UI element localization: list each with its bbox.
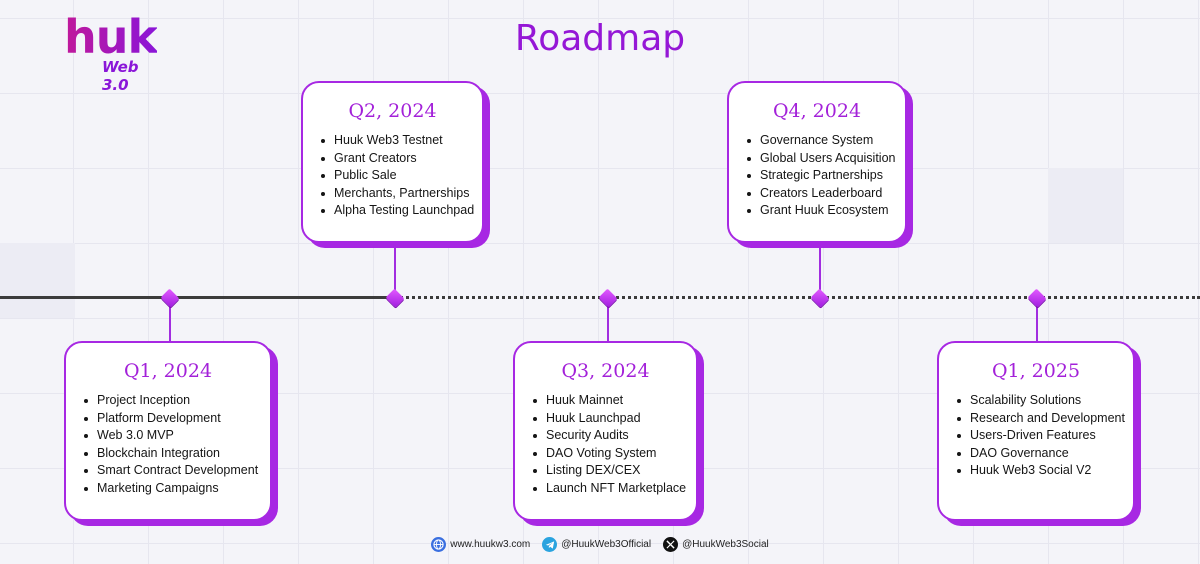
footer-x[interactable]: @HuukWeb3Social: [663, 537, 769, 552]
bg-shade: [0, 243, 75, 318]
footer-contacts: www.huukw3.com @HuukWeb3Official @HuukWe…: [0, 537, 1200, 552]
milestone-card-q3-2024: Q3, 2024 Huuk Mainnet Huuk Launchpad Sec…: [513, 341, 698, 521]
x-handle[interactable]: @HuukWeb3Social: [682, 539, 769, 550]
milestone-period: Q3, 2024: [561, 360, 650, 382]
bg-shade: [1048, 168, 1123, 243]
page-title: Roadmap: [514, 18, 686, 59]
list-item: Huuk Launchpad: [527, 410, 686, 428]
milestone-period: Q2, 2024: [348, 100, 437, 122]
globe-icon: [431, 537, 447, 552]
list-item: Grant Creators: [315, 150, 472, 168]
footer-website[interactable]: www.huukw3.com: [431, 537, 530, 552]
telegram-handle[interactable]: @HuukWeb3Official: [561, 539, 652, 550]
logo-subtitle: Web 3.0: [102, 58, 139, 94]
telegram-icon: [542, 537, 558, 552]
list-item: Web 3.0 MVP: [78, 427, 260, 445]
list-item: Global Users Acquisition: [741, 150, 895, 168]
list-item: Users-Driven Features: [951, 427, 1123, 445]
list-item: DAO Governance: [951, 445, 1123, 463]
milestone-items: Project Inception Platform Development W…: [78, 392, 260, 498]
milestone-card-q1-2024: Q1, 2024 Project Inception Platform Deve…: [64, 341, 272, 521]
list-item: Smart Contract Development: [78, 462, 260, 480]
list-item: Security Audits: [527, 427, 686, 445]
list-item: Platform Development: [78, 410, 260, 428]
list-item: Marketing Campaigns: [78, 480, 260, 498]
list-item: Grant Huuk Ecosystem: [741, 202, 895, 220]
connector-stem: [394, 246, 396, 297]
milestone-period: Q4, 2024: [772, 100, 862, 122]
milestone-card-q2-2024: Q2, 2024 Huuk Web3 Testnet Grant Creator…: [301, 81, 484, 243]
list-item: Huuk Mainnet: [527, 392, 686, 410]
milestone-items: Scalability Solutions Research and Devel…: [951, 392, 1125, 480]
list-item: Governance System: [741, 132, 895, 150]
milestone-items: Governance System Global Users Acquisiti…: [741, 132, 895, 220]
milestone-period: Q1, 2025: [991, 360, 1081, 382]
cube-icon: [160, 288, 180, 308]
milestone-items: Huuk Web3 Testnet Grant Creators Public …: [315, 132, 474, 220]
x-logo-icon: [663, 537, 679, 552]
list-item: Listing DEX/CEX: [527, 462, 686, 480]
list-item: Launch NFT Marketplace: [527, 480, 686, 498]
milestone-card-q4-2024: Q4, 2024 Governance System Global Users …: [727, 81, 907, 243]
connector-stem: [819, 246, 821, 297]
list-item: Huuk Web3 Testnet: [315, 132, 472, 150]
cube-icon: [598, 288, 618, 308]
cube-icon: [810, 288, 830, 308]
timeline-upcoming-line: [395, 296, 1200, 299]
footer-telegram[interactable]: @HuukWeb3Official: [542, 537, 651, 552]
list-item: Creators Leaderboard: [741, 185, 895, 203]
list-item: Project Inception: [78, 392, 260, 410]
list-item: Scalability Solutions: [951, 392, 1123, 410]
milestone-items: Huuk Mainnet Huuk Launchpad Security Aud…: [527, 392, 686, 498]
list-item: Public Sale: [315, 167, 472, 185]
connector-stem: [169, 297, 171, 342]
list-item: DAO Voting System: [527, 445, 686, 463]
cube-icon: [385, 288, 405, 308]
timeline-completed-line: [0, 296, 395, 299]
connector-stem: [607, 297, 609, 342]
list-item: Alpha Testing Launchpad: [315, 202, 474, 220]
milestone-card-q1-2025: Q1, 2025 Scalability Solutions Research …: [937, 341, 1135, 521]
list-item: Blockchain Integration: [78, 445, 260, 463]
logo-wordmark: huk: [64, 10, 158, 64]
connector-stem: [1036, 297, 1038, 342]
milestone-period: Q1, 2024: [123, 360, 213, 382]
website-link[interactable]: www.huukw3.com: [450, 539, 531, 550]
list-item: Research and Development: [951, 410, 1125, 428]
huuk-logo: huk Web 3.0: [64, 10, 164, 94]
list-item: Huuk Web3 Social V2: [951, 462, 1123, 480]
list-item: Merchants, Partnerships: [315, 185, 472, 203]
cube-icon: [1027, 288, 1047, 308]
list-item: Strategic Partnerships: [741, 167, 895, 185]
